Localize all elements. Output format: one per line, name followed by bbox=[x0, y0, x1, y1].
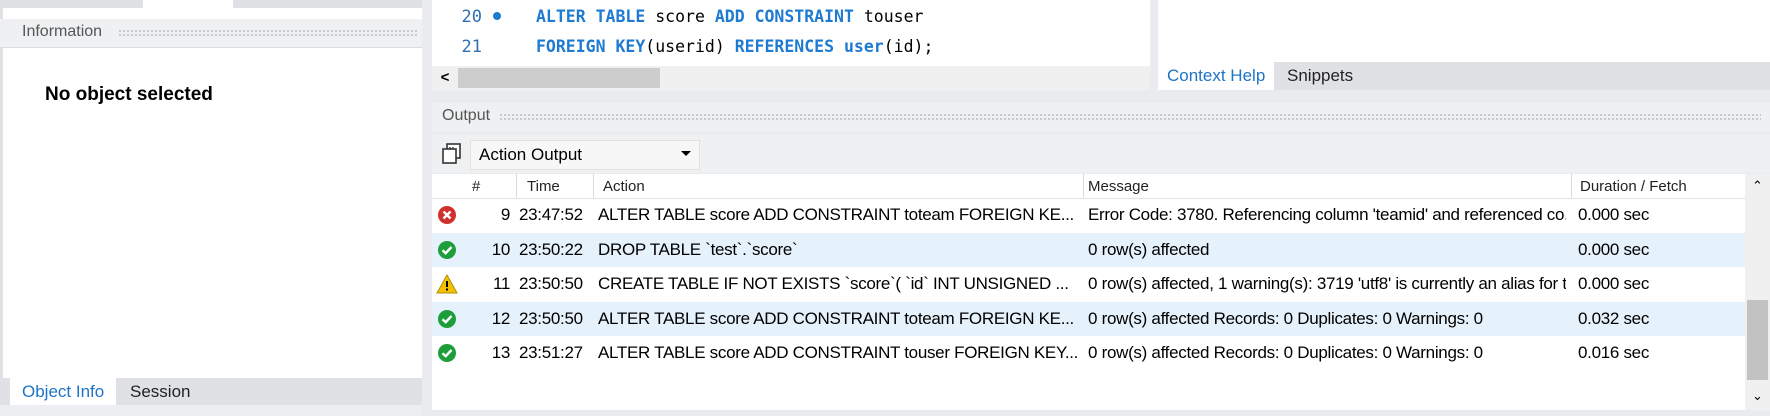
column-header-time[interactable]: Time bbox=[527, 178, 560, 195]
warning-triangle-icon bbox=[436, 273, 458, 295]
sql-text: touser bbox=[853, 7, 924, 26]
information-panel-title: Information bbox=[22, 23, 103, 40]
output-panel-title: Output bbox=[442, 107, 491, 124]
success-check-icon bbox=[436, 308, 458, 330]
vertical-scroll-thumb[interactable] bbox=[1747, 300, 1768, 380]
row-time: 23:47:52 bbox=[519, 205, 583, 224]
row-time: 23:50:22 bbox=[519, 239, 583, 259]
row-message: 0 row(s) affected Records: 0 Duplicates:… bbox=[1088, 343, 1483, 362]
column-header-action[interactable]: Action bbox=[603, 178, 645, 195]
success-check-icon bbox=[436, 239, 458, 261]
output-grid bbox=[432, 174, 1745, 410]
row-duration: 0.000 sec bbox=[1578, 274, 1650, 293]
left-edge-border bbox=[0, 0, 3, 416]
sql-text: (userid) bbox=[645, 37, 735, 56]
row-duration: 0.032 sec bbox=[1578, 308, 1650, 328]
sql-editor[interactable] bbox=[432, 0, 1150, 66]
row-message: 0 row(s) affected Records: 0 Duplicates:… bbox=[1088, 308, 1483, 328]
sql-text bbox=[834, 37, 844, 56]
row-message: 0 row(s) affected, 1 warning(s): 3719 'u… bbox=[1088, 274, 1566, 293]
tab-object-info[interactable]: Object Info bbox=[10, 378, 117, 405]
column-header-number[interactable]: # bbox=[472, 178, 481, 195]
sql-text: score bbox=[645, 7, 715, 26]
output-grid-header bbox=[432, 174, 1745, 199]
line-number: 21 bbox=[461, 37, 482, 57]
row-number: 13 bbox=[491, 343, 510, 362]
row-time: 23:50:50 bbox=[519, 274, 583, 293]
success-check-icon bbox=[436, 342, 458, 364]
copy-icon[interactable] bbox=[440, 142, 464, 166]
left-top-tab-active[interactable] bbox=[143, 0, 233, 8]
row-time: 23:51:27 bbox=[519, 343, 583, 362]
line-number: 20 bbox=[461, 7, 482, 27]
output-type-select[interactable] bbox=[470, 140, 700, 170]
table-row[interactable] bbox=[432, 301, 1745, 336]
output-type-select-value: Action Output bbox=[479, 145, 583, 164]
no-object-selected-text: No object selected bbox=[45, 84, 213, 105]
left-bottom-strip bbox=[0, 405, 422, 416]
table-row[interactable] bbox=[432, 232, 1745, 267]
column-header-message[interactable]: Message bbox=[1088, 178, 1149, 195]
horizontal-scroll-thumb[interactable] bbox=[458, 68, 660, 88]
row-action: ALTER TABLE score ADD CONSTRAINT touser … bbox=[598, 343, 1078, 362]
column-separator[interactable] bbox=[593, 174, 594, 198]
error-x-icon bbox=[436, 204, 458, 226]
row-duration: 0.000 sec bbox=[1578, 239, 1650, 259]
row-action: DROP TABLE `test`.`score` bbox=[598, 239, 798, 259]
row-action: ALTER TABLE score ADD CONSTRAINT toteam … bbox=[598, 308, 1074, 328]
left-sidebar-panel bbox=[0, 0, 422, 416]
column-separator[interactable] bbox=[516, 174, 517, 198]
tab-snippets[interactable]: Snippets bbox=[1287, 66, 1354, 85]
sql-keyword: ADD CONSTRAINT bbox=[714, 7, 854, 26]
row-message: 0 row(s) affected bbox=[1088, 239, 1210, 259]
row-action: CREATE TABLE IF NOT EXISTS `score`( `id`… bbox=[598, 274, 1069, 293]
information-header-grip[interactable] bbox=[118, 29, 418, 37]
code-line[interactable]: ALTER TABLE score ADD CONSTRAINT touser bbox=[536, 7, 923, 26]
sql-keyword: ALTER TABLE bbox=[536, 7, 646, 26]
output-header-grip[interactable] bbox=[499, 113, 1761, 121]
tab-context-help[interactable]: Context Help bbox=[1158, 62, 1275, 90]
sql-keyword: REFERENCES bbox=[734, 37, 835, 56]
column-header-duration[interactable]: Duration / Fetch bbox=[1580, 178, 1687, 195]
column-separator[interactable] bbox=[1571, 174, 1572, 198]
row-number: 10 bbox=[491, 239, 510, 259]
chevron-down-icon[interactable] bbox=[681, 151, 691, 156]
chevron-down-icon[interactable]: ⌄ bbox=[1752, 388, 1763, 403]
chevron-up-icon[interactable]: ⌃ bbox=[1752, 178, 1763, 193]
row-number: 12 bbox=[491, 308, 510, 328]
row-message: Error Code: 3780. Referencing column 'te… bbox=[1088, 205, 1566, 224]
row-number: 11 bbox=[492, 274, 510, 293]
row-number: 9 bbox=[500, 205, 510, 224]
context-help-panel bbox=[1158, 0, 1770, 62]
row-duration: 0.016 sec bbox=[1578, 343, 1650, 362]
row-duration: 0.000 sec bbox=[1578, 205, 1650, 224]
row-time: 23:50:50 bbox=[519, 308, 583, 328]
sql-text: (id); bbox=[883, 37, 934, 56]
row-action: ALTER TABLE score ADD CONSTRAINT toteam … bbox=[598, 205, 1074, 224]
scroll-left-icon[interactable]: < bbox=[440, 69, 450, 86]
column-separator[interactable] bbox=[1083, 174, 1084, 198]
tab-session[interactable]: Session bbox=[130, 382, 191, 401]
code-line[interactable]: FOREIGN KEY(userid) REFERENCES user(id); bbox=[536, 37, 933, 56]
statement-marker-icon bbox=[493, 12, 501, 20]
sql-keyword: user bbox=[843, 37, 884, 56]
sql-keyword: FOREIGN KEY bbox=[536, 37, 646, 56]
